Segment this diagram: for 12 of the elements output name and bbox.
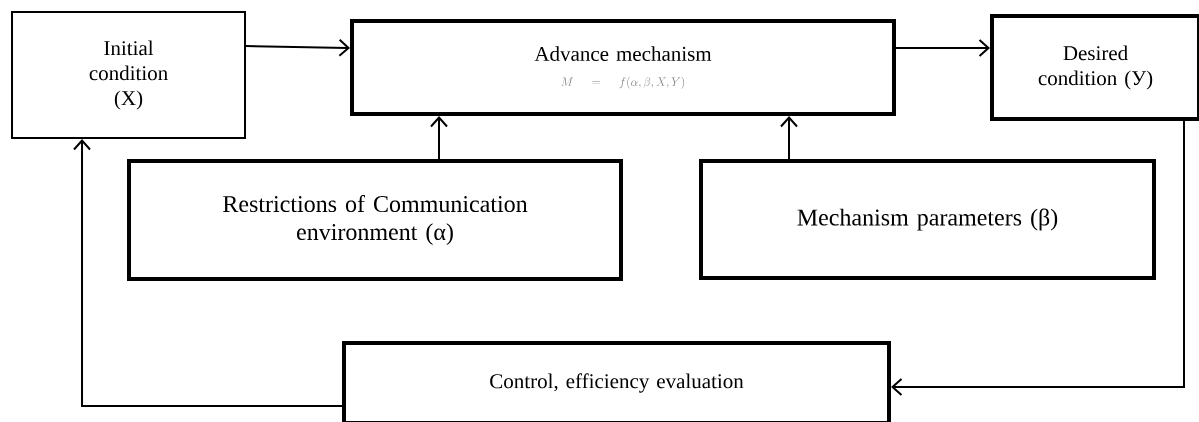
arrow	[73, 139, 343, 407]
process-box: Control, efficiency evaluation	[342, 341, 891, 422]
arrow	[895, 39, 990, 57]
arrow	[891, 120, 1185, 396]
process-box: Advance mechanism $M = f(\alpha, \beta, X, Y)$	[350, 19, 896, 116]
process-box: Initial condition (X)	[11, 11, 246, 139]
process-box: Restrictions of Communication environment (α)	[127, 159, 623, 281]
arrow	[245, 38, 350, 57]
arrow	[430, 116, 448, 160]
process-box: Mechanism parameters (β)	[699, 159, 1156, 280]
process-box: Desired condition (У)	[990, 14, 1199, 121]
arrow	[780, 116, 798, 160]
